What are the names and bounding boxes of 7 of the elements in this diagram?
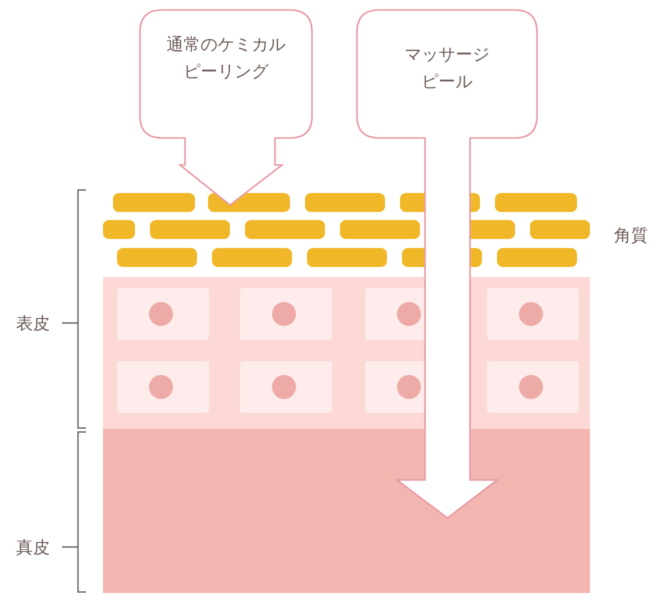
layer-label: 真皮 (16, 537, 50, 559)
callout-arrow (138, 8, 314, 208)
callout-text: 通常のケミカルピーリング (166, 34, 286, 84)
callout-arrow (355, 8, 539, 521)
callout-text: マッサージピール (404, 44, 490, 94)
layer-label: 表皮 (16, 313, 50, 335)
layer-label: 角質 (614, 225, 648, 247)
